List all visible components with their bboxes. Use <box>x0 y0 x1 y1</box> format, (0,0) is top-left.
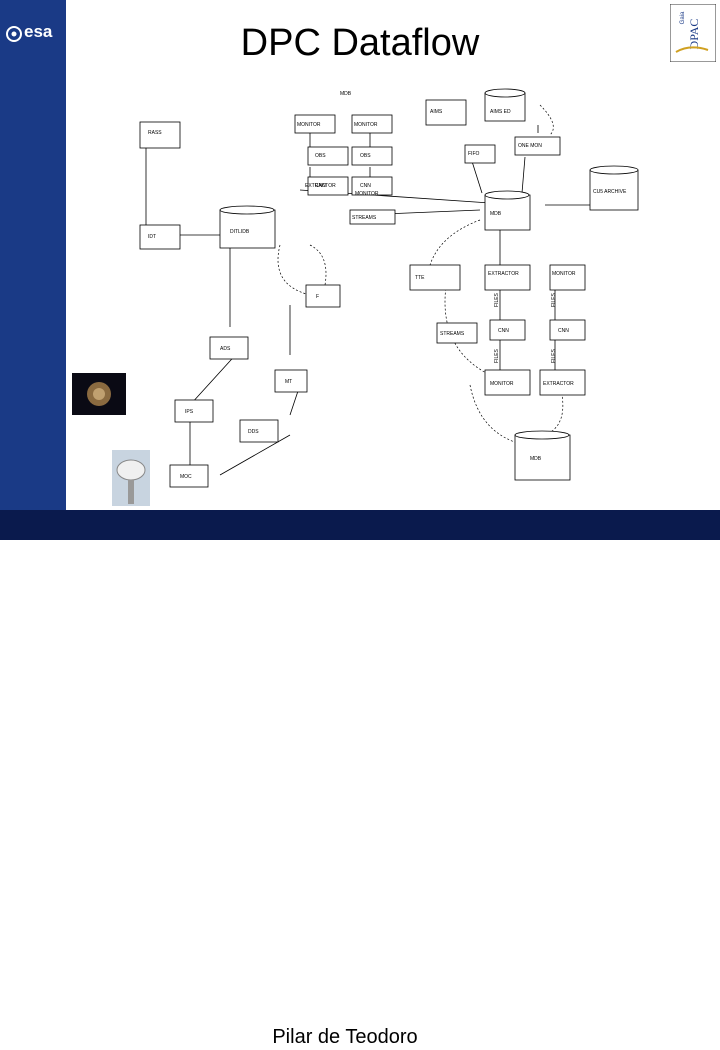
label-cnn-4: CNN <box>558 328 569 334</box>
label-streams: STREAMS <box>352 215 377 221</box>
flow-dashed-line <box>539 104 554 136</box>
label-ads: ADS <box>220 346 231 352</box>
dds-box <box>239 419 279 443</box>
cnn-box <box>307 176 349 196</box>
label-monitor-1: MONITOR <box>297 122 321 128</box>
label-aims: AIMS <box>430 109 443 115</box>
flow-dashed-line <box>429 219 481 266</box>
obs-box-2 <box>351 146 393 166</box>
streams-box-2 <box>436 322 478 344</box>
agency-name: European Space Agency <box>512 1029 667 1045</box>
mdb-db <box>484 190 531 231</box>
antenna-icon <box>116 459 146 504</box>
label-files-3: FILES <box>494 348 500 363</box>
esa-sidebar: esa <box>0 0 66 510</box>
extractor-box-3 <box>539 369 586 396</box>
label-idt: IDT <box>148 234 156 240</box>
label-extractor-3: EXTRACTOR <box>543 381 574 387</box>
esa-logo-icon <box>6 26 22 42</box>
label-moc: MOC <box>180 474 192 480</box>
label-ditlidb: DITLIDB <box>230 229 250 235</box>
page-title: DPC Dataflow <box>240 22 480 64</box>
author-name: Pilar de Teodoro <box>255 1024 435 1050</box>
label-cu-archive: CU5 ARCHIVE <box>593 189 627 195</box>
ground-station-photo <box>112 450 150 506</box>
cnn-box-2 <box>351 176 393 196</box>
ips-box <box>174 399 214 423</box>
mt-box <box>274 369 308 393</box>
cu-archive-db <box>589 165 639 211</box>
flow-line <box>521 156 526 194</box>
streams-box <box>349 209 396 225</box>
dpac-logo-text: DPAC <box>687 19 701 50</box>
label-cnn: CNN <box>315 183 326 189</box>
aims-ed-db <box>484 88 526 122</box>
dpac-logo-sub: Gaia <box>680 11 686 24</box>
label-one-mon: ONE MON <box>518 143 542 149</box>
monitor-box-5 <box>484 369 531 396</box>
label-monitor-3: MONITOR <box>355 191 379 197</box>
spacecraft-photo <box>72 373 126 415</box>
label-ips: IPS <box>185 409 194 415</box>
obs-box <box>307 146 349 166</box>
aims-box <box>425 99 467 126</box>
label-cnn-3: CNN <box>498 328 509 334</box>
label-files-2: FILES <box>551 292 557 307</box>
flow-dashed-line <box>309 244 327 286</box>
fifo-box <box>464 144 496 164</box>
rass-box <box>139 121 181 149</box>
label-mdb-bottom: MDB <box>530 456 542 462</box>
spacecraft-icon <box>87 382 111 406</box>
monitor-box-4 <box>549 264 586 291</box>
extractor-box-2 <box>484 264 531 291</box>
cnn-box-4 <box>549 319 586 341</box>
label-tte: TTE <box>415 275 425 281</box>
cnn-box-3 <box>489 319 526 341</box>
ads-box <box>209 336 249 360</box>
moc-box <box>169 464 209 488</box>
label-extractor: EXTRACTOR <box>305 183 336 189</box>
idt-box <box>139 224 181 250</box>
tte-box <box>409 264 461 291</box>
label-fifo: FIFO <box>468 151 479 157</box>
one-mon-box <box>514 136 561 156</box>
label-files-4: FILES <box>551 348 557 363</box>
label-extractor-2: EXTRACTOR <box>488 271 519 277</box>
label-monitor-4: MONITOR <box>552 271 576 277</box>
label-rass: RASS <box>148 130 162 136</box>
label-monitor-5: MONITOR <box>490 381 514 387</box>
dpac-logo-icon: DPAC Gaia <box>670 4 716 62</box>
label-dds: DDS <box>248 429 259 435</box>
label-f: F <box>316 294 319 300</box>
label-cnn-2: CNN <box>360 183 371 189</box>
label-monitor-2: MONITOR <box>354 122 378 128</box>
label-obs: OBS <box>315 153 326 159</box>
mdb-bottom-db <box>514 430 571 481</box>
esa-logo-text: esa <box>24 22 53 41</box>
label-obs-2: OBS <box>360 153 371 159</box>
ditlidb-db <box>219 205 276 249</box>
footer-bar: Pilar de Teodoro European Space Agency <box>0 510 720 1050</box>
label-aims-ed: AIMS ED <box>490 109 511 115</box>
monitor-box-2 <box>351 114 393 134</box>
monitor-box-1 <box>294 114 336 134</box>
label-mdb-top: MDB <box>340 91 352 97</box>
label-mt: MT <box>285 379 292 385</box>
f-box <box>305 284 341 308</box>
label-streams-2: STREAMS <box>440 331 465 337</box>
label-mdb: MDB <box>490 211 502 217</box>
label-files: FILES <box>494 292 500 307</box>
dataflow-diagram: MDB RASS MONITOR MONITOR AIMS ED AIMS OB… <box>139 88 639 488</box>
flow-dashed-line <box>277 244 311 296</box>
